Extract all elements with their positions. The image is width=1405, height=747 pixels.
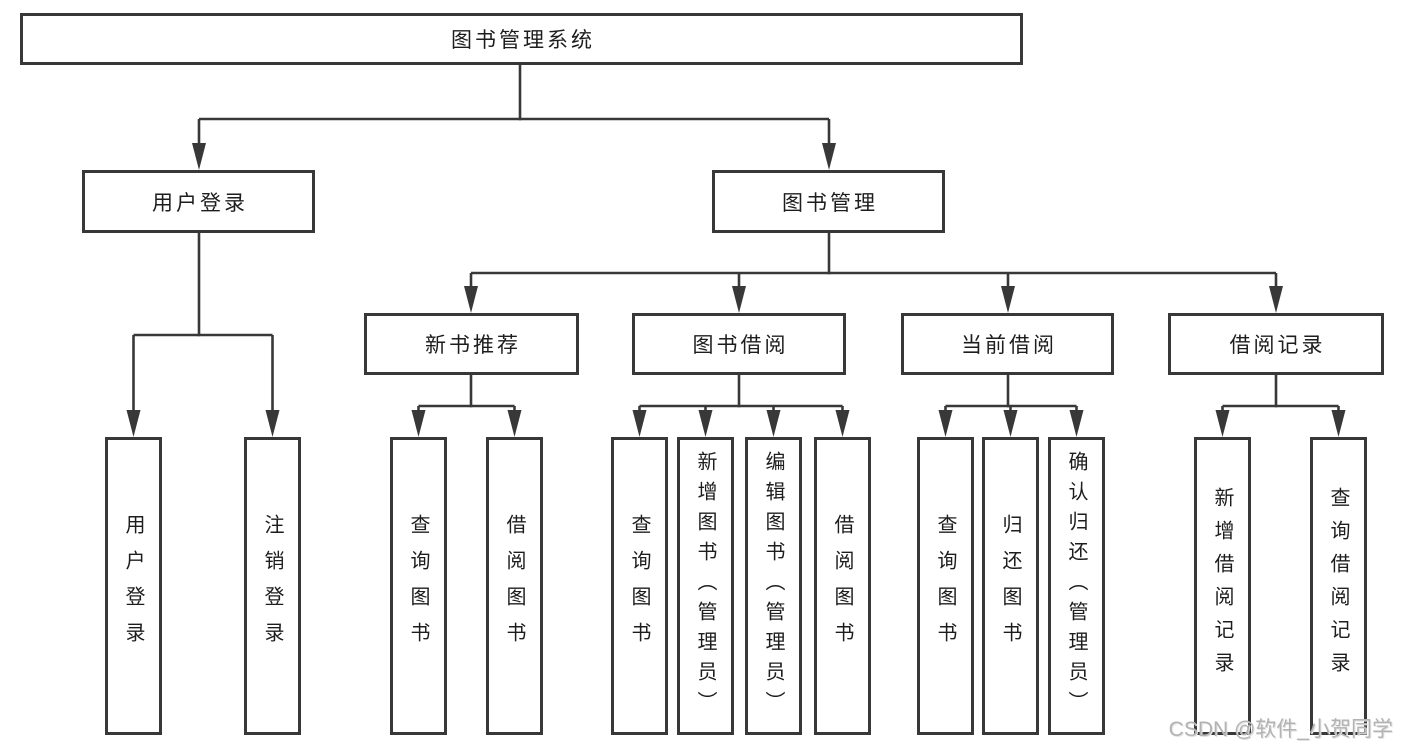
node-root: 图书管理系统 — [20, 13, 1023, 65]
leaf-label: 用户登录 — [122, 514, 144, 658]
node-book-management-label: 图书管理 — [782, 191, 878, 215]
node-book-borrow-label: 图书借阅 — [692, 334, 789, 357]
node-root-label: 图书管理系统 — [451, 29, 595, 52]
node-new-book-recommend: 新书推荐 — [364, 313, 579, 375]
leaf-newbook-borrow-books: 借阅图书 — [486, 437, 543, 735]
arrowhead-icons — [126, 143, 1346, 437]
node-borrow-records: 借阅记录 — [1168, 313, 1384, 375]
leaf-label: 编辑图书（管理员） — [762, 451, 784, 721]
leaf-user-login: 用户登录 — [105, 437, 162, 735]
node-current-borrow: 当前借阅 — [901, 313, 1114, 375]
csdn-watermark: CSDN @软件_小贺同学 — [1168, 718, 1393, 741]
node-book-management: 图书管理 — [712, 170, 945, 233]
leaf-borrow-edit-books-admin: 编辑图书（管理员） — [745, 437, 802, 735]
leaf-label: 新增借阅记录 — [1211, 487, 1233, 685]
leaf-label: 归还图书 — [999, 514, 1021, 658]
leaf-label: 注销登录 — [261, 514, 283, 658]
leaf-label: 查询图书 — [934, 514, 956, 658]
leaf-label: 确认归还（管理员） — [1065, 451, 1087, 721]
node-current-borrow-label: 当前借阅 — [961, 334, 1057, 357]
leaf-newbook-query-books: 查询图书 — [390, 437, 447, 735]
leaf-logout: 注销登录 — [244, 437, 301, 735]
leaf-current-query-books: 查询图书 — [917, 437, 974, 735]
leaf-current-return-books: 归还图书 — [982, 437, 1039, 735]
leaf-label: 查询借阅记录 — [1327, 487, 1349, 685]
leaf-label: 查询图书 — [628, 514, 650, 658]
leaf-records-query-record: 查询借阅记录 — [1310, 437, 1367, 735]
leaf-borrow-borrow-books: 借阅图书 — [814, 437, 871, 735]
leaf-label: 借阅图书 — [503, 514, 525, 658]
leaf-borrow-query-books: 查询图书 — [611, 437, 668, 735]
leaf-label: 借阅图书 — [831, 514, 853, 658]
leaf-records-add-record: 新增借阅记录 — [1194, 437, 1251, 735]
node-new-book-label: 新书推荐 — [425, 334, 521, 357]
node-user-login: 用户登录 — [82, 170, 315, 233]
leaf-label: 新增图书（管理员） — [694, 451, 716, 721]
node-user-login-label: 用户登录 — [152, 191, 248, 215]
node-borrow-records-label: 借阅记录 — [1229, 334, 1326, 357]
leaf-borrow-add-books-admin: 新增图书（管理员） — [677, 437, 734, 735]
leaf-current-confirm-return-admin: 确认归还（管理员） — [1048, 437, 1105, 735]
node-book-borrow: 图书借阅 — [632, 313, 846, 375]
leaf-label: 查询图书 — [407, 514, 429, 658]
